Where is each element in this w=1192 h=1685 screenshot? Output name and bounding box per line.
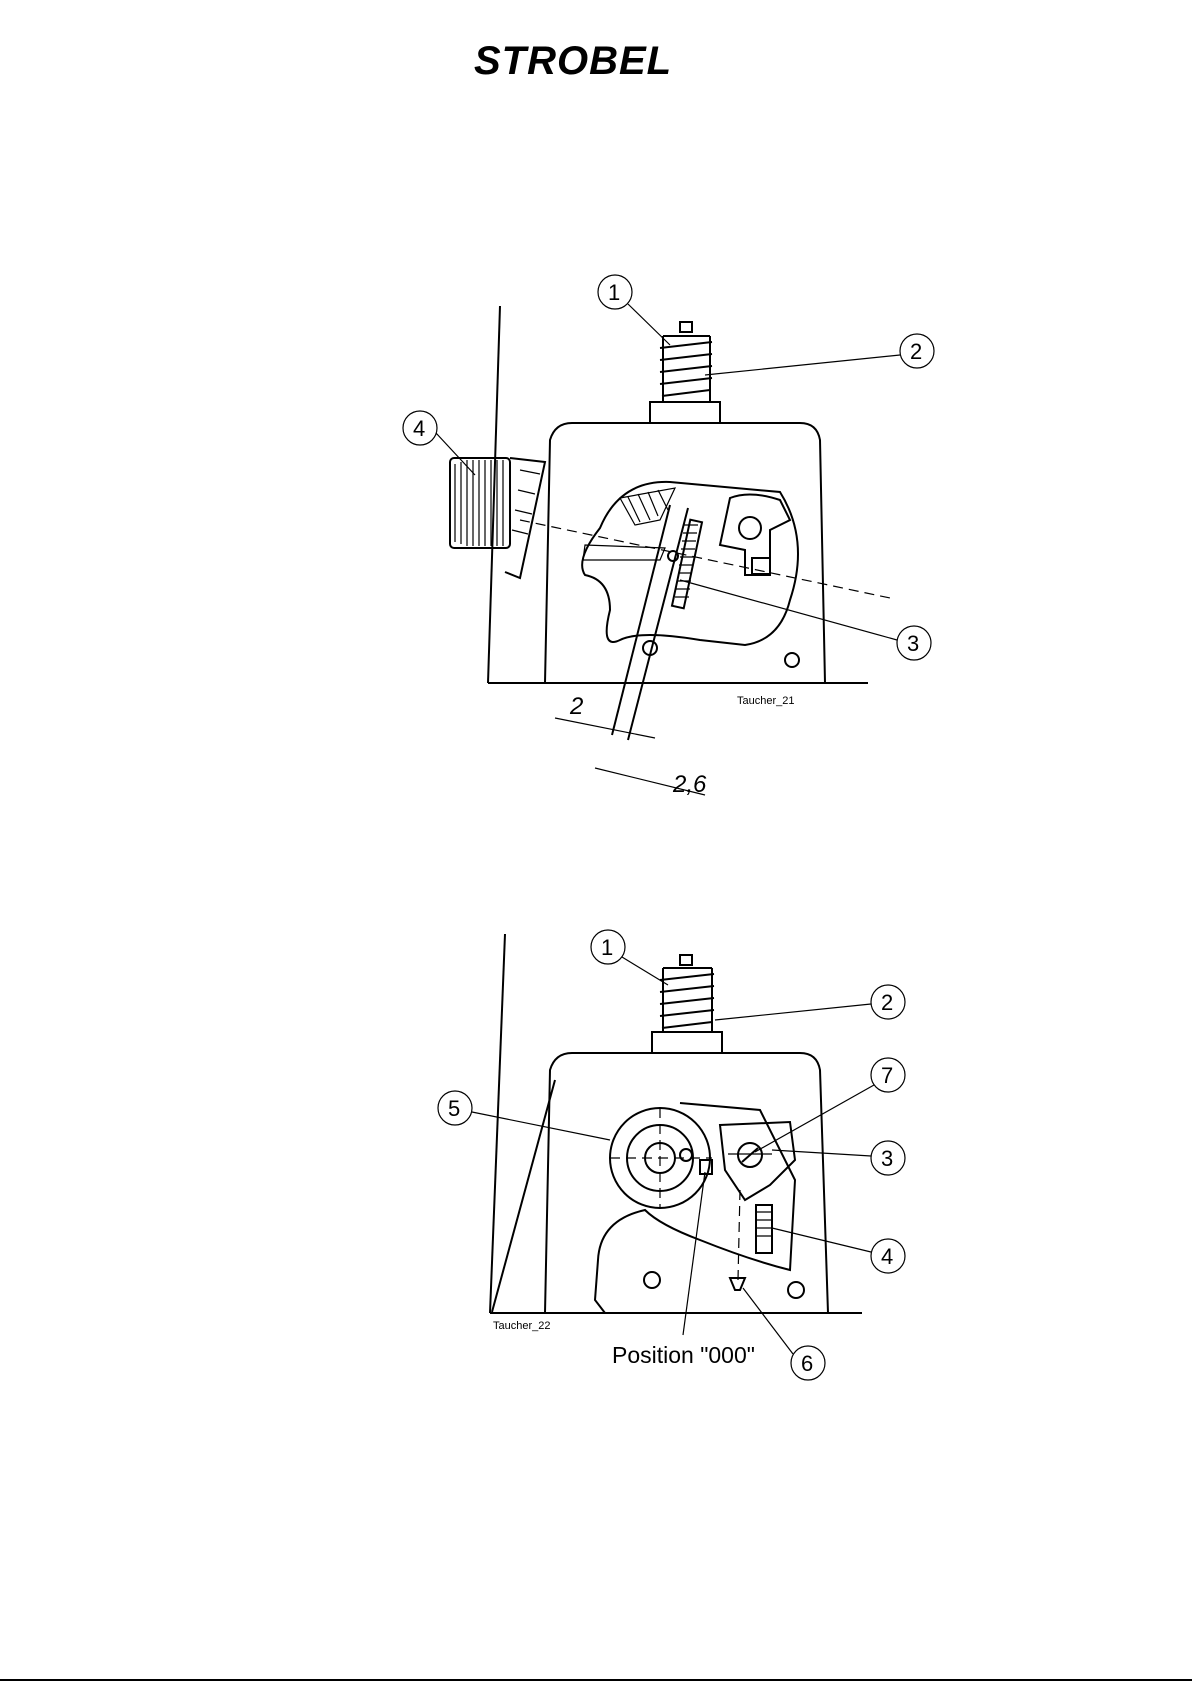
callout-2-label-fig2: 2 bbox=[881, 990, 893, 1015]
figure-2-image-label: Taucher_22 bbox=[493, 1320, 551, 1332]
callout-5-label-fig2: 5 bbox=[448, 1096, 460, 1121]
callout-4-label-fig2: 4 bbox=[881, 1244, 893, 1269]
position-000-label: Position "000" bbox=[612, 1342, 755, 1368]
callout-3-label-fig2: 3 bbox=[881, 1146, 893, 1171]
callout-6-label-fig2: 6 bbox=[801, 1351, 813, 1376]
callout-1-label-fig2: 1 bbox=[601, 935, 613, 960]
footer-rule bbox=[0, 1679, 1192, 1681]
callout-7-label-fig2: 7 bbox=[881, 1063, 893, 1088]
